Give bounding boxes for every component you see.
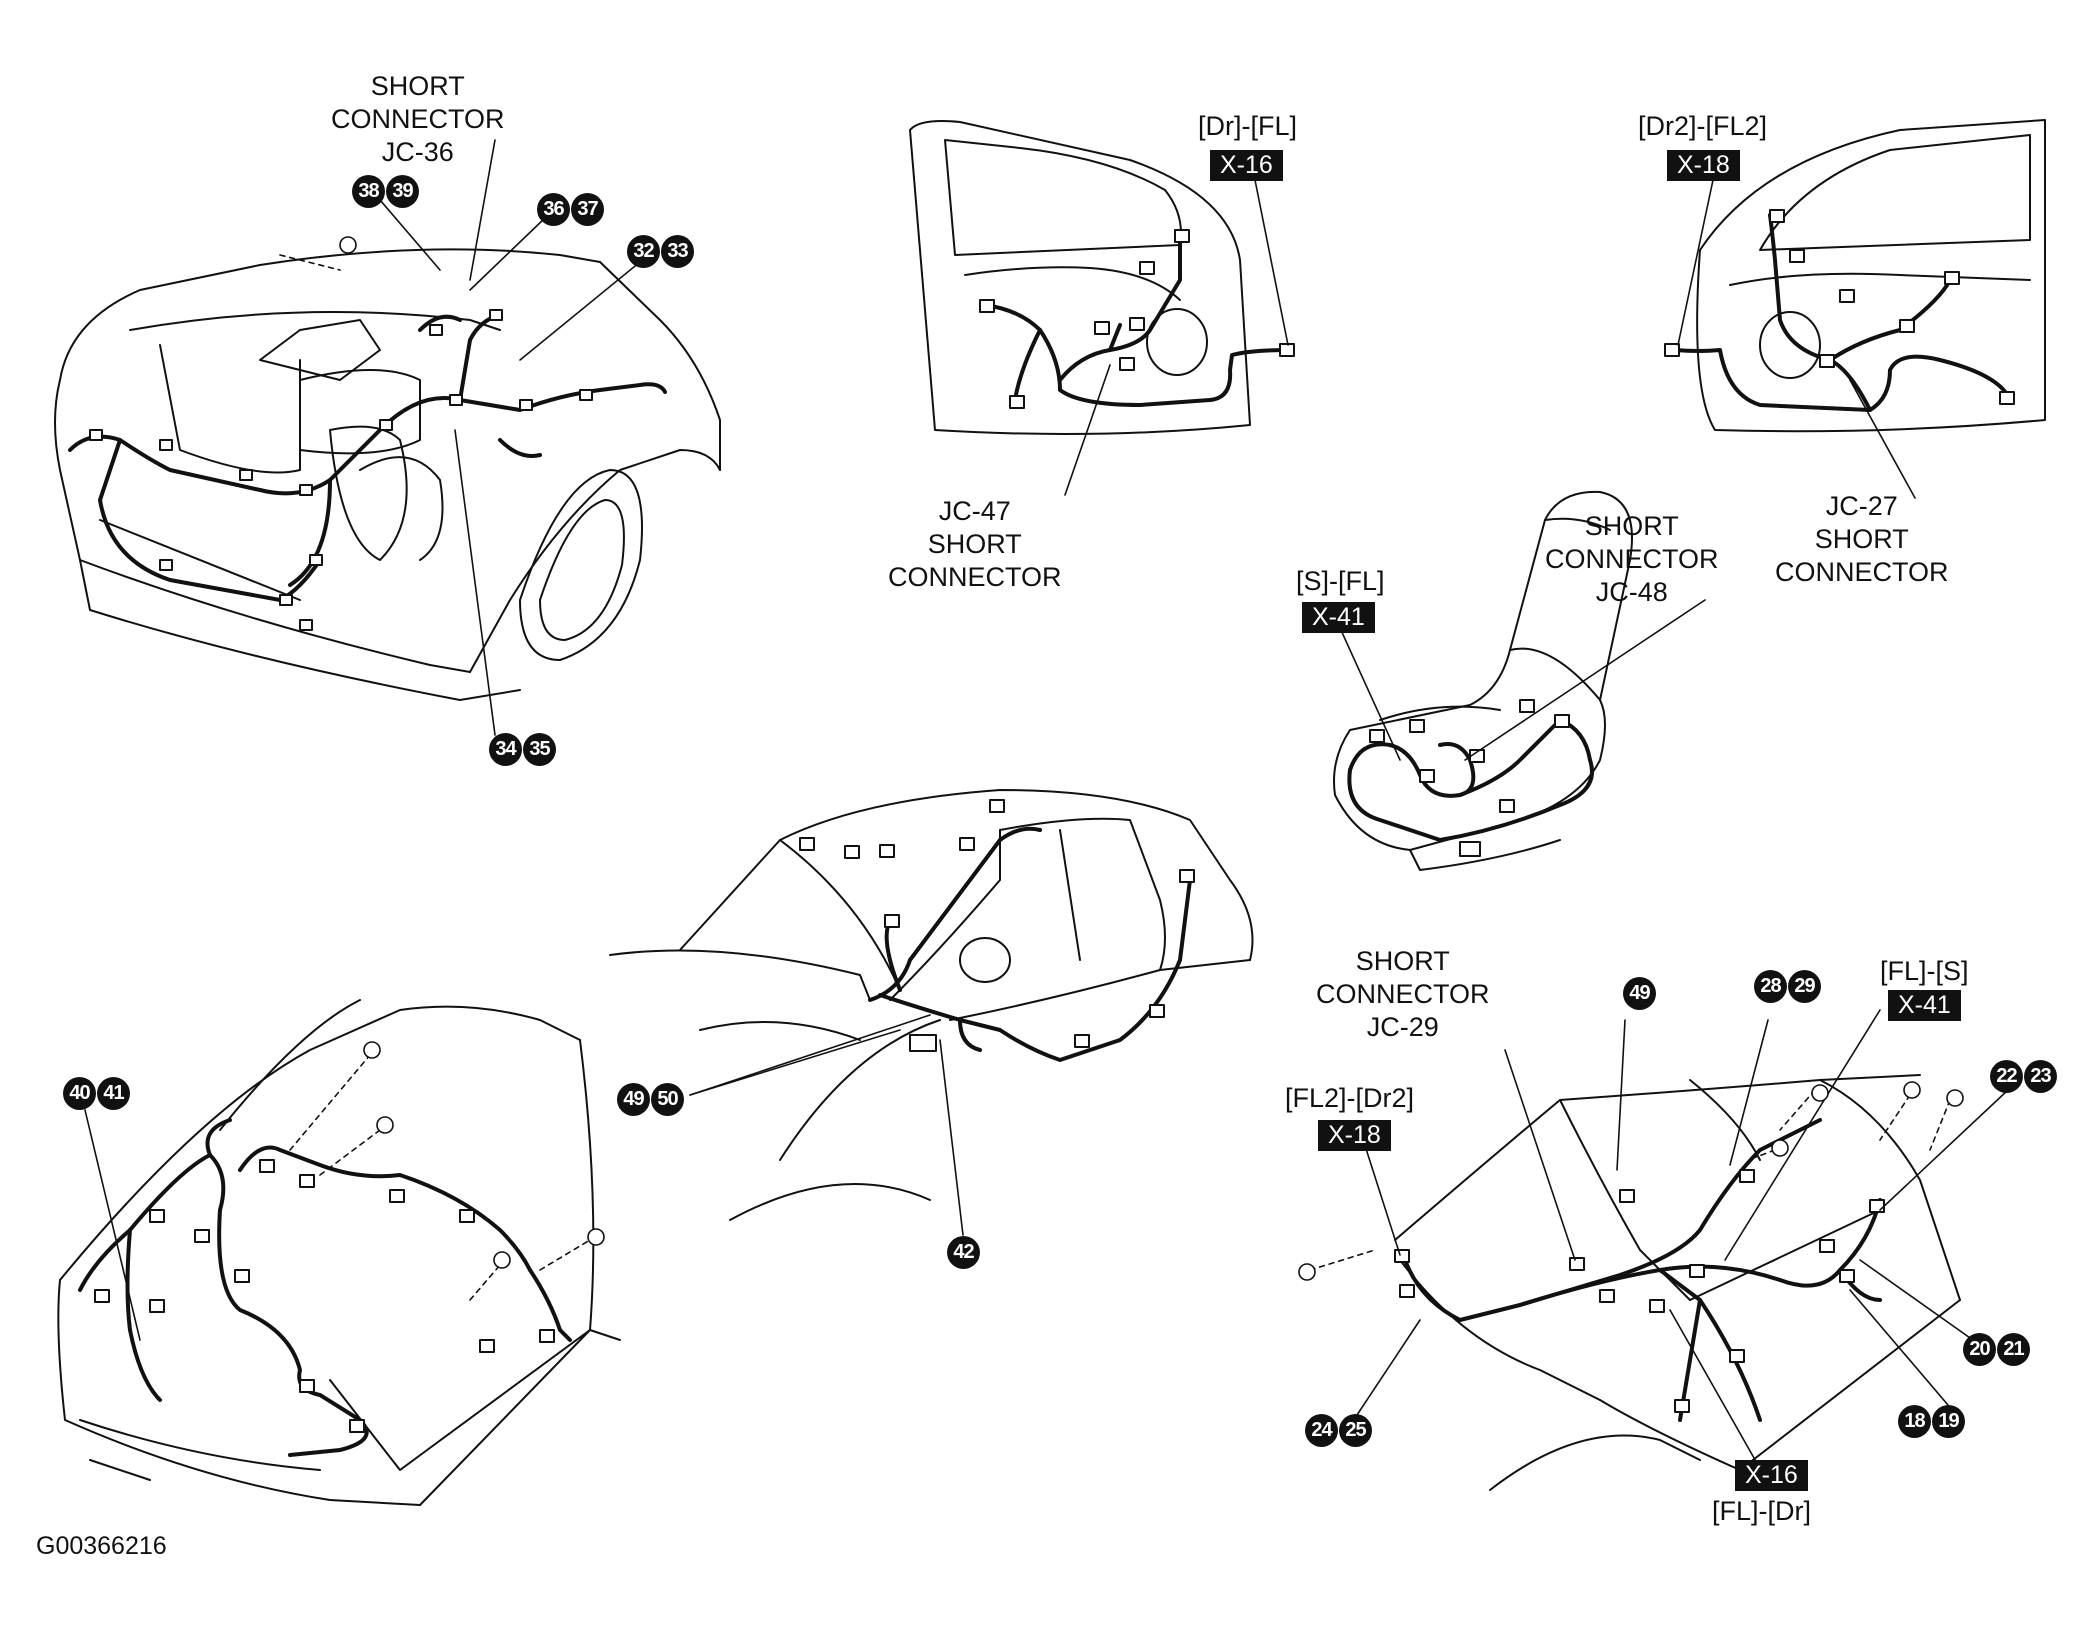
connector-dr2-fl2-name: [Dr2]-[FL2] — [1638, 111, 1768, 141]
callout-29: 29 — [1788, 970, 1821, 1003]
jc47-line-1: JC-47 — [938, 496, 1011, 526]
connector-fl-dr-name: [FL]-[Dr] — [1712, 1496, 1811, 1526]
jc36-line-2: CONNECTOR — [331, 104, 505, 134]
car-side-view — [609, 789, 1254, 1221]
connector-fl2-dr2-code: X-18 — [1318, 1120, 1391, 1151]
callout-28: 28 — [1754, 970, 1787, 1003]
interior-connectors — [1394, 1169, 1885, 1413]
rear-door-view — [1696, 119, 2046, 433]
rear-door-harness — [1673, 213, 2012, 412]
jc27-line-3: CONNECTOR — [1775, 557, 1949, 587]
interior-leaders — [1298, 1009, 2009, 1466]
callout-23: 23 — [2024, 1060, 2057, 1093]
car-side-leaders — [689, 1014, 964, 1236]
connector-dr-fl-name: [Dr]-[FL] — [1198, 111, 1297, 141]
connector-fl-dr-code: X-16 — [1735, 1460, 1808, 1491]
connector-fl-s-code: X-41 — [1888, 990, 1961, 1021]
callout-25: 25 — [1339, 1414, 1372, 1447]
callout-19: 19 — [1932, 1405, 1965, 1438]
figure-id: G00366216 — [36, 1532, 167, 1560]
callout-20: 20 — [1963, 1333, 1996, 1366]
car-side-harness — [868, 826, 1192, 1062]
callout-37: 37 — [571, 193, 604, 226]
callout-41: 41 — [97, 1077, 130, 1110]
connector-s-fl-code: X-41 — [1302, 602, 1375, 633]
connector-fl2-dr2-name: [FL2]-[Dr2] — [1285, 1083, 1415, 1113]
engine-connector-marks — [89, 309, 593, 631]
callout-50: 50 — [651, 1083, 684, 1116]
callout-35: 35 — [523, 733, 556, 766]
short-connector-jc47-label: JC-47 SHORT CONNECTOR — [888, 495, 1062, 594]
jc29-line-1: SHORT — [1355, 946, 1450, 976]
callout-33: 33 — [661, 235, 694, 268]
driver-door-connectors — [979, 229, 1295, 409]
car-side-connectors — [799, 799, 1195, 1052]
callout-34: 34 — [489, 733, 522, 766]
short-connector-jc36-label: SHORT CONNECTOR JC-36 — [331, 70, 505, 169]
interior-harness — [1403, 1118, 1882, 1422]
driver-door-leaders — [1064, 179, 1289, 496]
callout-36: 36 — [537, 193, 570, 226]
engine-leader-lines — [279, 139, 641, 736]
trunk-harness — [78, 1118, 572, 1457]
callout-49-interior: 49 — [1623, 977, 1656, 1010]
connector-s-fl-name: [S]-[FL] — [1296, 566, 1385, 596]
connector-fl-s-name: [FL]-[S] — [1880, 956, 1969, 986]
engine-harness — [68, 313, 667, 602]
callout-21: 21 — [1997, 1333, 2030, 1366]
callout-39: 39 — [386, 175, 419, 208]
jc36-line-1: SHORT — [370, 71, 465, 101]
callout-42: 42 — [947, 1236, 980, 1269]
jc47-line-2: SHORT — [927, 529, 1022, 559]
driver-door-harness — [983, 233, 1292, 407]
callout-18: 18 — [1898, 1405, 1931, 1438]
jc48-line-2: CONNECTOR — [1545, 544, 1719, 574]
connector-dr2-fl2-code: X-18 — [1667, 150, 1740, 181]
trunk-connectors — [94, 1159, 555, 1433]
driver-door-view — [909, 120, 1251, 435]
jc47-line-3: CONNECTOR — [888, 562, 1062, 592]
callout-38: 38 — [352, 175, 385, 208]
seat-harness — [1347, 718, 1594, 842]
jc48-line-1: SHORT — [1584, 511, 1679, 541]
jc27-line-2: SHORT — [1814, 524, 1909, 554]
callout-49-side: 49 — [617, 1083, 650, 1116]
interior-view — [1394, 1074, 1961, 1491]
trunk-view — [57, 999, 621, 1506]
jc29-line-2: CONNECTOR — [1316, 979, 1490, 1009]
rear-door-leaders — [1677, 179, 1916, 499]
jc36-line-3: JC-36 — [381, 137, 454, 167]
callout-40: 40 — [63, 1077, 96, 1110]
callout-32: 32 — [627, 235, 660, 268]
connector-dr-fl-code: X-16 — [1210, 150, 1283, 181]
seat-leaders — [1339, 599, 1706, 761]
engine-compartment-view — [54, 248, 721, 701]
jc29-line-3: JC-29 — [1366, 1012, 1439, 1042]
rear-door-connectors — [1664, 209, 2015, 405]
short-connector-jc27-label: JC-27 SHORT CONNECTOR — [1775, 490, 1949, 589]
seat-connectors — [1369, 699, 1570, 857]
short-connector-jc29-label: SHORT CONNECTOR JC-29 — [1316, 945, 1490, 1044]
trunk-leaders — [84, 1041, 605, 1341]
short-connector-jc48-label: SHORT CONNECTOR JC-48 — [1545, 510, 1719, 609]
jc48-line-3: JC-48 — [1595, 577, 1668, 607]
jc27-line-1: JC-27 — [1825, 491, 1898, 521]
callout-22: 22 — [1990, 1060, 2023, 1093]
callout-24: 24 — [1305, 1414, 1338, 1447]
